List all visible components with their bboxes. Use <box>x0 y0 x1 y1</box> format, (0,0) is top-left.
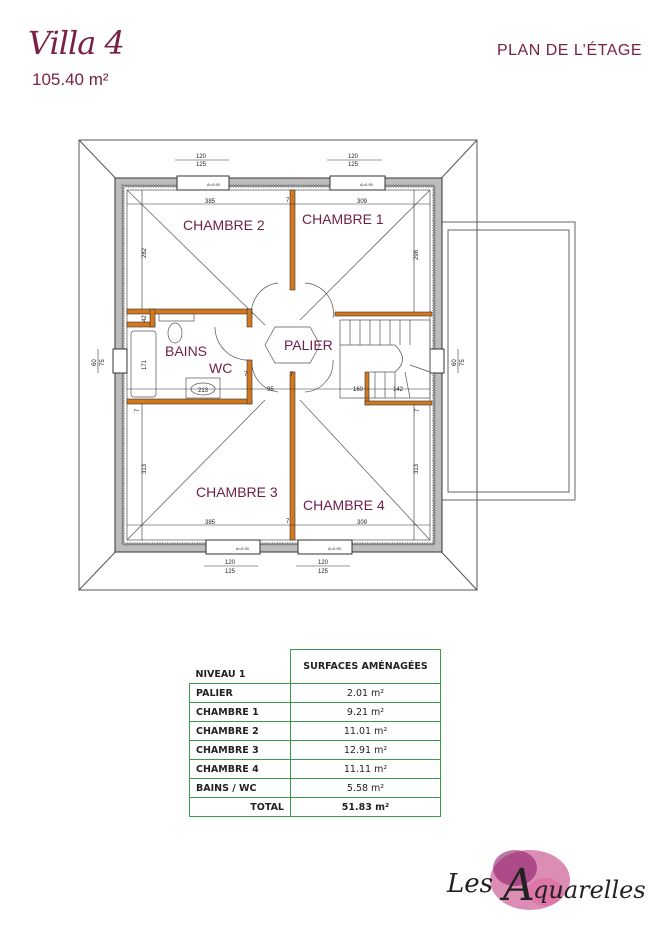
row-label: CHAMBRE 1 <box>189 702 291 722</box>
row-label: CHAMBRE 4 <box>189 759 291 779</box>
dim-window-bottom-left: 120 <box>225 560 236 566</box>
dim-door: 95 <box>267 387 274 393</box>
dim-wall: 7 <box>286 519 290 525</box>
dim-side-window-2: 75 <box>460 359 466 366</box>
dim-left-upper: 282 <box>142 247 148 258</box>
staircase <box>339 319 431 399</box>
row-value: 5.58 m² <box>290 778 441 798</box>
dim-side-window: 60 <box>92 359 98 366</box>
dim-top-right: 309 <box>357 199 368 205</box>
dim-side-window: 60 <box>452 359 458 366</box>
dim-storage: 42 <box>142 315 148 322</box>
dim-window-bottom-right: 120 <box>318 560 329 566</box>
villa-title: Villa 4 <box>28 24 125 62</box>
header-surfaces: SURFACES AMÉNAGÉES <box>290 649 441 684</box>
dim-bath: 171 <box>142 359 148 370</box>
total-label: TOTAL <box>189 797 291 817</box>
dim-wall: 7 <box>415 408 421 412</box>
room-label-palier: PALIER <box>284 337 333 353</box>
dim-right-upper: 298 <box>414 249 420 260</box>
dim-window-bottom-right-2: 125 <box>318 569 329 575</box>
room-label-bains: BAINS <box>165 343 207 359</box>
row-value: 2.01 m² <box>290 683 441 703</box>
window-label: A=0.90 <box>207 182 221 187</box>
dim-basin: 213 <box>198 388 209 394</box>
dim-side-window-2: 75 <box>100 359 106 366</box>
dim-wall: 7 <box>244 372 248 378</box>
dim-right-lower: 313 <box>414 463 420 474</box>
row-value: 11.11 m² <box>290 759 441 779</box>
header-niveau: NIVEAU 1 <box>189 649 291 684</box>
row-label: CHAMBRE 3 <box>189 740 291 760</box>
dim-palier: 160 <box>353 387 364 393</box>
floor-plan: 120 125 120 125 120 125 120 125 A=0.90 A… <box>78 139 576 591</box>
svg-text:A: A <box>499 860 535 911</box>
row-label: BAINS / WC <box>189 778 291 798</box>
row-label: PALIER <box>189 683 291 703</box>
row-value: 12.91 m² <box>290 740 441 760</box>
door-swings <box>214 282 334 393</box>
dimension-lines <box>97 159 459 567</box>
dim-wall: 7 <box>286 198 290 204</box>
room-label-chambre-4: CHAMBRE 4 <box>303 497 385 513</box>
dim-window-top-right: 120 <box>348 154 359 160</box>
total-area: 105.40 m² <box>32 70 109 89</box>
total-value: 51.83 m² <box>290 797 441 817</box>
dim-wall: 7 <box>290 372 294 378</box>
svg-text:Les: Les <box>446 869 493 899</box>
dim-bottom-right: 309 <box>357 520 368 526</box>
room-label-chambre-2: CHAMBRE 2 <box>183 217 265 233</box>
dim-bottom-left: 385 <box>205 520 216 526</box>
dim-wall: 7 <box>135 408 141 412</box>
room-label-chambre-1: CHAMBRE 1 <box>302 211 384 227</box>
toilet-icon <box>167 322 183 344</box>
dim-left-lower: 313 <box>142 463 148 474</box>
window-label: A=0.90 <box>360 182 374 187</box>
exterior-walls <box>112 175 445 555</box>
dim-top-left: 385 <box>205 199 216 205</box>
svg-text:quarelles: quarelles <box>533 876 645 904</box>
dim-window-top-left-2: 125 <box>196 162 207 168</box>
table-header-row: NIVEAU 1 SURFACES AMÉNAGÉES <box>189 649 441 684</box>
partitions <box>126 189 433 541</box>
roof-ridges <box>126 189 431 541</box>
les-aquarelles-logo: Les A quarelles <box>446 850 645 911</box>
toilet-tank-icon <box>158 313 195 322</box>
row-label: CHAMBRE 2 <box>189 721 291 741</box>
bathtub-icon <box>130 330 157 398</box>
window-label: A=0.90 <box>328 546 342 551</box>
row-value: 11.01 m² <box>290 721 441 741</box>
dim-stair: 142 <box>393 387 404 393</box>
row-value: 9.21 m² <box>290 702 441 722</box>
dim-window-top-right-2: 125 <box>348 162 359 168</box>
window-label: A=0.90 <box>236 546 250 551</box>
room-label-chambre-3: CHAMBRE 3 <box>196 484 278 500</box>
plan-title: PLAN DE L’ÉTAGE <box>496 42 642 59</box>
dim-window-bottom-left-2: 125 <box>225 569 236 575</box>
dim-window-top-left: 120 <box>196 154 207 160</box>
room-label-wc: WC <box>209 360 232 376</box>
